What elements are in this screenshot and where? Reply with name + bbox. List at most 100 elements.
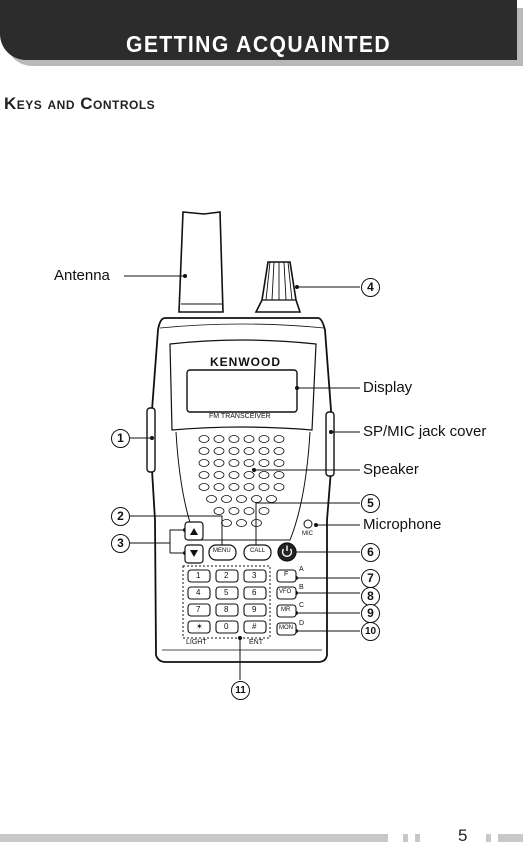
keypad-key-5 <box>243 586 267 600</box>
speaker-hole <box>243 471 255 479</box>
section-title: Keys and Controls <box>4 94 156 113</box>
speaker-hole <box>273 435 285 443</box>
side-letter-a: A <box>299 566 304 573</box>
speaker-hole <box>198 483 210 491</box>
keypad-key-label: 1 <box>196 571 201 580</box>
speaker-hole <box>243 507 255 515</box>
call-key-label: CALL <box>250 548 266 554</box>
speaker-hole <box>243 447 255 455</box>
header-bar <box>0 0 517 60</box>
antenna-label: Antenna <box>54 267 110 284</box>
speaker-label: Speaker <box>363 461 419 478</box>
speaker-hole <box>236 519 247 527</box>
speaker-hole <box>206 495 217 503</box>
speaker-hole <box>243 435 255 443</box>
antenna-shape <box>178 211 224 313</box>
keypad-key-8 <box>243 603 267 617</box>
call-key-shape <box>243 544 272 561</box>
callout-9: 9 <box>361 604 380 623</box>
speaker-hole <box>243 459 255 467</box>
ent-label: ENT <box>249 639 263 646</box>
speaker-hole <box>213 459 225 467</box>
speaker-hole <box>221 519 232 527</box>
keypad-key-label: 0 <box>224 622 229 631</box>
footer-square <box>403 834 408 842</box>
speaker-hole <box>228 507 240 515</box>
speaker-hole <box>198 435 210 443</box>
keypad-key-0 <box>187 569 211 583</box>
mr-key-shape <box>276 604 297 618</box>
keypad-key-label: 4 <box>196 588 201 597</box>
speaker-hole <box>258 483 270 491</box>
keypad-key-label: 6 <box>252 588 257 597</box>
keypad-key-label: 3 <box>252 571 257 580</box>
keypad-key-4 <box>215 586 239 600</box>
speaker-hole <box>251 519 262 527</box>
speaker-hole <box>213 483 225 491</box>
speaker-hole <box>228 471 240 479</box>
callout-3: 3 <box>111 534 130 553</box>
side-letter-c: C <box>299 602 305 609</box>
keypad-frame-shape <box>182 565 271 639</box>
speaker-hole <box>228 447 240 455</box>
keypad-key-label: 9 <box>252 605 257 614</box>
keypad-key-9 <box>187 620 211 634</box>
keypad-key-label: ✶ <box>196 622 203 631</box>
speaker-hole <box>258 459 270 467</box>
side-letter-b: B <box>299 584 304 591</box>
speaker-hole <box>213 507 225 515</box>
callout-6: 6 <box>361 543 380 562</box>
speaker-hole <box>258 507 270 515</box>
callout-5: 5 <box>361 494 380 513</box>
callout-2: 2 <box>111 507 130 526</box>
light-label: LIGHT <box>186 639 207 646</box>
f-key-shape <box>276 569 297 583</box>
mon-key-shape <box>276 622 297 636</box>
vfo-key-shape <box>276 586 297 600</box>
speaker-grille <box>198 435 285 527</box>
speaker-hole <box>228 435 240 443</box>
speaker-hole <box>213 447 225 455</box>
keypad-key-label: # <box>252 622 257 631</box>
speaker-hole <box>243 483 255 491</box>
speaker-hole <box>198 447 210 455</box>
display-label: Display <box>363 379 413 396</box>
speaker-hole <box>198 459 210 467</box>
speaker-hole <box>213 471 225 479</box>
volume-knob-shape <box>254 261 302 313</box>
keypad-key-2 <box>243 569 267 583</box>
vfo-key-label: VFO <box>279 589 292 595</box>
speaker-hole <box>273 471 285 479</box>
mic-label: MIC <box>302 531 313 537</box>
footer-bar <box>0 834 388 842</box>
speaker-hole <box>198 471 210 479</box>
speaker-hole <box>228 459 240 467</box>
jack-cover-shape <box>325 411 335 477</box>
keypad-key-6 <box>187 603 211 617</box>
speaker-hole <box>273 447 285 455</box>
menu-key-label: MENU <box>213 548 231 554</box>
mon-key-label: MON <box>279 625 293 631</box>
header-title: GETTING ACQUAINTED <box>125 31 392 57</box>
side-ptt-shape <box>146 407 156 473</box>
side-letter-d: D <box>299 620 305 627</box>
power-key-shape <box>277 542 297 562</box>
model-text: FM TRANSCEIVER <box>209 413 271 420</box>
callout-4: 4 <box>361 278 380 297</box>
keypad <box>187 569 267 634</box>
menu-key-shape <box>208 544 237 561</box>
speaker-hole <box>213 435 225 443</box>
footer-square <box>486 834 491 842</box>
microphone-label: Microphone <box>363 516 442 533</box>
speaker-hole <box>251 495 262 503</box>
callout-1: 1 <box>111 429 130 448</box>
keypad-key-label: 8 <box>224 605 229 614</box>
speaker-hole <box>273 483 285 491</box>
footer-bar-right <box>498 834 523 842</box>
keypad-key-1 <box>215 569 239 583</box>
speaker-hole <box>273 459 285 467</box>
callout-10: 10 <box>361 622 380 641</box>
keypad-key-11 <box>243 620 267 634</box>
keypad-key-label: 5 <box>224 588 229 597</box>
